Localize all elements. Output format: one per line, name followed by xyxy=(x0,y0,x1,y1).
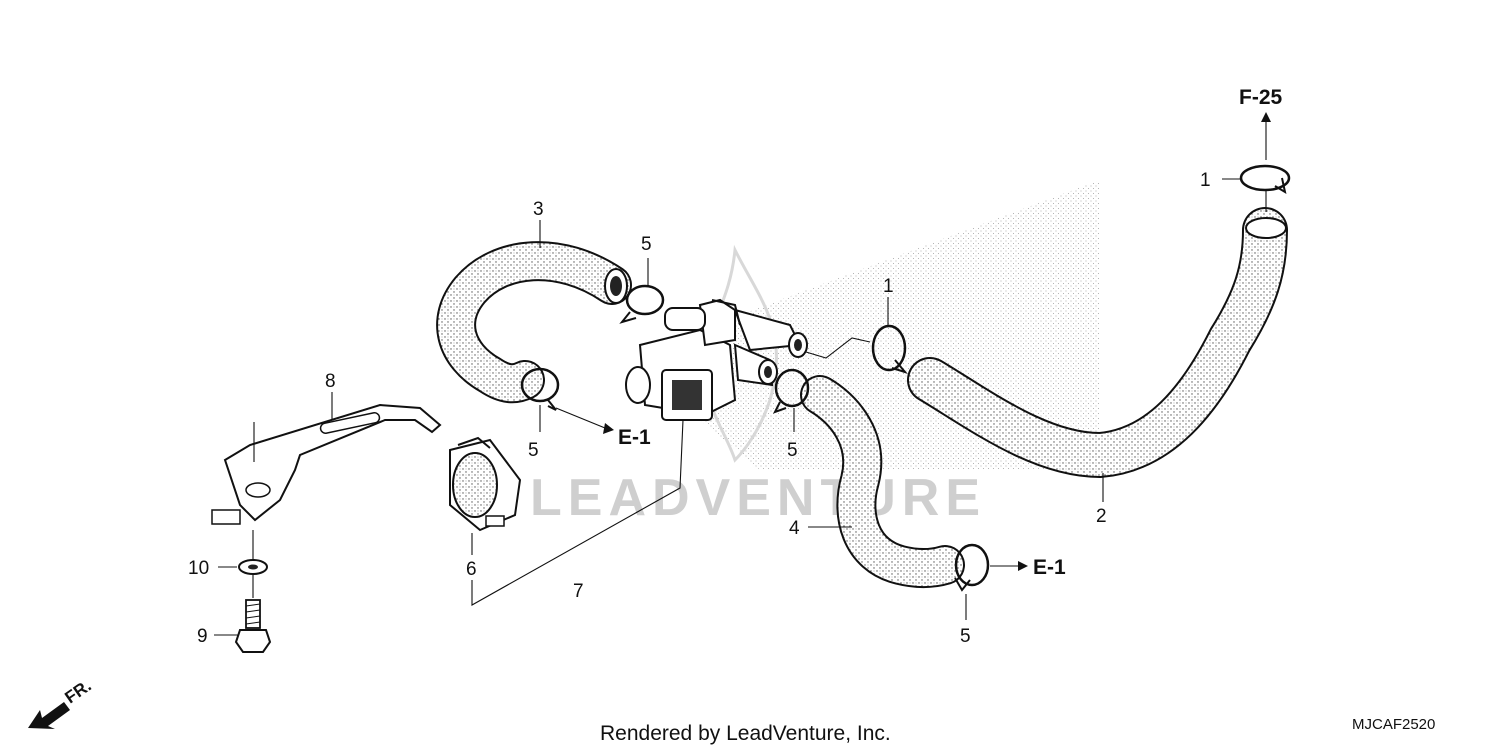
clamp-1-top[interactable] xyxy=(1239,164,1291,195)
clamp-5-left[interactable] xyxy=(520,367,560,411)
bracket-8[interactable] xyxy=(211,403,442,525)
diagram-code: MJCAF2520 xyxy=(1352,716,1435,733)
callout-10[interactable]: 10 xyxy=(188,558,209,579)
callouts: 1 1 2 3 4 5 5 5 5 6 7 8 9 10 xyxy=(188,170,1211,647)
front-label: FR. xyxy=(61,676,94,707)
callout-7[interactable]: 7 xyxy=(573,581,584,602)
callout-5-right[interactable]: 5 xyxy=(787,440,798,461)
callout-1-top[interactable]: 1 xyxy=(1200,170,1211,191)
callout-5-upper[interactable]: 5 xyxy=(641,234,652,255)
callout-2[interactable]: 2 xyxy=(1096,506,1107,527)
leader-lines xyxy=(214,112,1271,636)
ref-e1-right[interactable]: E-1 xyxy=(1033,556,1066,579)
hose-3[interactable] xyxy=(436,241,632,404)
ref-f25[interactable]: F-25 xyxy=(1239,86,1283,109)
bolt-9[interactable] xyxy=(234,599,272,653)
callout-6[interactable]: 6 xyxy=(466,559,477,580)
washer-10[interactable] xyxy=(238,559,268,575)
callout-5-left[interactable]: 5 xyxy=(528,440,539,461)
front-direction-indicator: FR. xyxy=(28,676,95,729)
clamp-5-upper[interactable] xyxy=(619,284,665,324)
callout-1-mid[interactable]: 1 xyxy=(883,276,894,297)
rubber-mount-6[interactable] xyxy=(449,436,522,532)
callout-9[interactable]: 9 xyxy=(197,626,208,647)
footer-credit: Rendered by LeadVenture, Inc. xyxy=(600,722,891,745)
hose-4[interactable] xyxy=(800,375,965,588)
hose-2[interactable] xyxy=(907,207,1288,479)
watermark-text: LEADVENTURE xyxy=(530,469,986,527)
callout-4[interactable]: 4 xyxy=(789,518,800,539)
callout-8[interactable]: 8 xyxy=(325,371,336,392)
callout-5-lower[interactable]: 5 xyxy=(960,626,971,647)
clamp-1-mid[interactable] xyxy=(871,324,908,374)
front-arrow-icon xyxy=(28,702,70,729)
clamp-5-lower[interactable] xyxy=(954,543,990,592)
callout-3[interactable]: 3 xyxy=(533,199,544,220)
air-injection-valve[interactable] xyxy=(625,298,808,421)
clamp-5-right[interactable] xyxy=(772,368,810,414)
section-refs: F-25 E-1 E-1 xyxy=(618,86,1283,579)
ref-e1-left[interactable]: E-1 xyxy=(618,426,651,449)
